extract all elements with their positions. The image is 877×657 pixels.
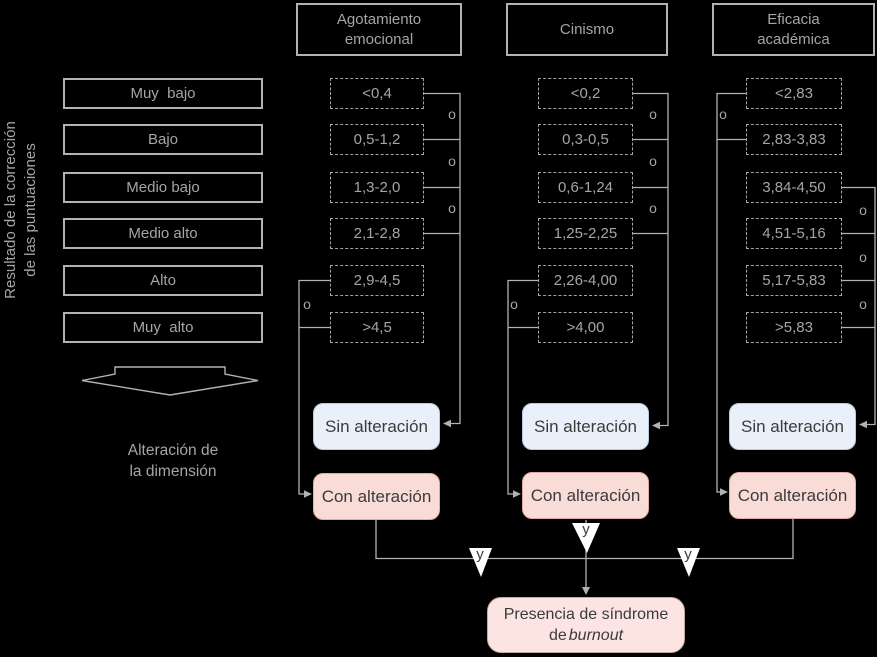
dimension-line1: Alteración de <box>127 442 219 459</box>
and-label: y <box>684 545 692 563</box>
range-cinismo-1: <0,2 <box>538 78 633 109</box>
range-agotamiento-4: 2,1-2,8 <box>330 218 424 249</box>
sin-alteracion-eficacia: Sin alteración <box>729 403 856 450</box>
range-agotamiento-3: 1,3-2,0 <box>330 172 424 203</box>
header-line: emocional <box>344 30 414 48</box>
header-line: Cinismo <box>559 20 615 38</box>
scores-correction-line2: de las puntuaciones <box>22 143 39 277</box>
level-bajo: Bajo <box>63 124 263 155</box>
or-label: o <box>510 296 518 312</box>
scores-correction-line1: Resultado de la corrección <box>2 121 19 299</box>
and-junction-line <box>375 518 794 560</box>
col2-right-connector <box>633 92 669 427</box>
range-cinismo-4: 1,25-2,25 <box>538 218 633 249</box>
result-line2-burnout: burnout <box>568 627 624 644</box>
result-line2: de burnout <box>549 625 623 646</box>
or-label: o <box>448 200 456 216</box>
header-line: Eficacia <box>767 10 820 28</box>
range-eficacia-1: <2,83 <box>746 78 842 109</box>
range-agotamiento-5: 2,9-4,5 <box>330 265 424 296</box>
or-label: o <box>649 200 657 216</box>
scores-correction-label: Resultado de la corrección de las puntua… <box>1 77 41 343</box>
or-label: o <box>859 202 867 218</box>
or-label: o <box>448 106 456 122</box>
level-muy-bajo: Muy bajo <box>63 78 263 109</box>
col3-sin-arrowhead <box>859 420 867 429</box>
header-eficacia-academica: Eficacia académica <box>712 3 875 56</box>
header-agotamiento-emocional: Agotamiento emocional <box>296 3 462 56</box>
range-cinismo-2: 0,3-0,5 <box>538 124 633 155</box>
or-label: o <box>859 249 867 265</box>
result-line1: Presencia de síndrome <box>503 606 669 623</box>
header-cinismo: Cinismo <box>506 3 668 56</box>
col1-con-arrowhead <box>304 490 312 498</box>
col2-sin-arrowhead <box>652 421 660 430</box>
or-label: o <box>303 296 311 312</box>
range-cinismo-3: 0,6-1,24 <box>538 172 633 203</box>
and-marker-left <box>469 548 492 577</box>
range-eficacia-3: 3,84-4,50 <box>746 172 842 203</box>
or-label: o <box>649 153 657 169</box>
range-eficacia-2: 2,83-3,83 <box>746 124 842 155</box>
col1-sin-arrowhead <box>443 419 451 428</box>
result-line2-plain: de <box>548 627 567 644</box>
col2-con-arrowhead <box>513 490 521 498</box>
and-label: y <box>476 545 484 563</box>
sin-alteracion-agotamiento: Sin alteración <box>313 403 440 450</box>
burnout-result-box: Presencia de síndrome de burnout <box>487 597 685 653</box>
and-marker-right <box>677 548 700 577</box>
or-label: o <box>448 153 456 169</box>
range-eficacia-5: 5,17-5,83 <box>746 265 842 296</box>
con-alteracion-cinismo: Con alteración <box>522 472 649 519</box>
col3-right-connector <box>842 186 876 426</box>
con-alteracion-agotamiento: Con alteración <box>313 473 440 520</box>
sin-alteracion-cinismo: Sin alteración <box>522 403 649 450</box>
or-label: o <box>719 106 727 122</box>
range-eficacia-6: >5,83 <box>746 312 842 343</box>
range-agotamiento-2: 0,5-1,2 <box>330 124 424 155</box>
col1-right-connector <box>424 92 461 425</box>
or-label: o <box>649 106 657 122</box>
col2-left-connector <box>507 279 538 495</box>
range-agotamiento-1: <0,4 <box>330 78 424 109</box>
header-line: académica <box>757 30 830 48</box>
col1-left-connector <box>298 279 330 495</box>
dimension-line2: la dimensión <box>129 463 217 480</box>
col3-left-connector <box>716 92 746 493</box>
con-alteracion-eficacia: Con alteración <box>729 472 856 519</box>
result-arrowhead <box>582 587 590 595</box>
and-marker-middle <box>572 523 600 553</box>
level-medio-bajo: Medio bajo <box>63 172 263 203</box>
col3-con-arrowhead <box>720 488 728 496</box>
range-agotamiento-6: >4,5 <box>330 312 424 343</box>
level-medio-alto: Medio alto <box>63 218 263 249</box>
or-label: o <box>859 296 867 312</box>
header-line: Agotamiento <box>336 10 422 28</box>
range-cinismo-5: 2,26-4,00 <box>538 265 633 296</box>
dimension-arrow <box>81 366 259 396</box>
range-cinismo-6: >4,00 <box>538 312 633 343</box>
range-eficacia-4: 4,51-5,16 <box>746 218 842 249</box>
level-alto: Alto <box>63 265 263 296</box>
dimension-alteration-label: Alteración de la dimensión <box>100 440 246 482</box>
level-muy-alto: Muy alto <box>63 312 263 343</box>
and-label: y <box>582 520 590 538</box>
